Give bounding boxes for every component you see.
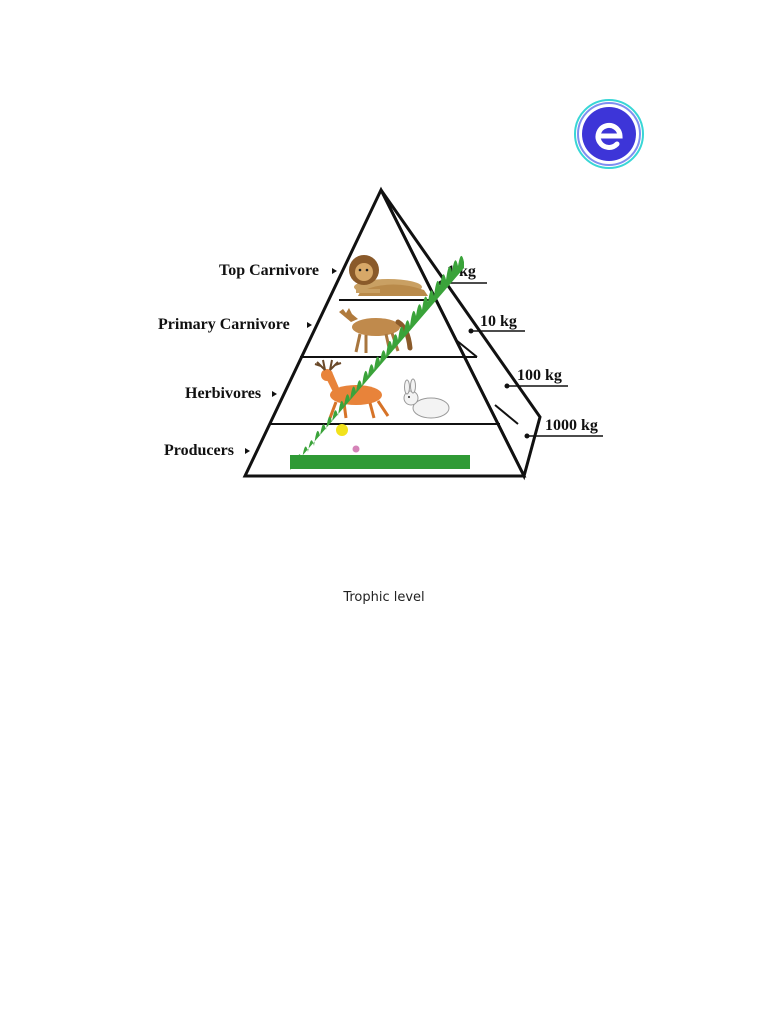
level-label-primary-carnivore: Primary Carnivore (158, 316, 312, 333)
flower-icon (352, 445, 360, 453)
arrow-icon (245, 448, 250, 454)
svg-text:1000 kg: 1000 kg (545, 417, 598, 434)
level-label-herbivores: Herbivores (185, 385, 277, 402)
trophic-pyramid-diagram: Top Carnivore Primary Carnivore Herbivor… (158, 99, 644, 481)
rabbit-icon (403, 378, 450, 419)
arrow-icon (307, 322, 312, 328)
mass-label-10kg: 10 kg (468, 313, 525, 334)
embibe-logo-icon (574, 99, 644, 169)
level-label-top-carnivore: Top Carnivore (219, 262, 337, 279)
svg-text:Producers: Producers (164, 442, 234, 459)
svg-text:10 kg: 10 kg (480, 313, 517, 330)
mass-label-100kg: 100 kg (504, 367, 568, 389)
flower-icon (336, 424, 348, 436)
svg-text:100 kg: 100 kg (517, 367, 562, 384)
arrow-icon (272, 391, 277, 397)
svg-text:Herbivores: Herbivores (185, 385, 261, 402)
lion-icon (349, 255, 428, 296)
jackal-icon (339, 308, 413, 353)
mass-label-1000kg: 1000 kg (524, 417, 603, 439)
figure-caption: Trophic level (343, 590, 425, 605)
deer-icon (314, 359, 390, 419)
grass-icon (290, 255, 470, 470)
arrow-icon (332, 268, 337, 274)
svg-text:Primary Carnivore: Primary Carnivore (158, 316, 290, 333)
svg-text:Top Carnivore: Top Carnivore (219, 262, 319, 279)
level-label-producers: Producers (164, 442, 250, 459)
